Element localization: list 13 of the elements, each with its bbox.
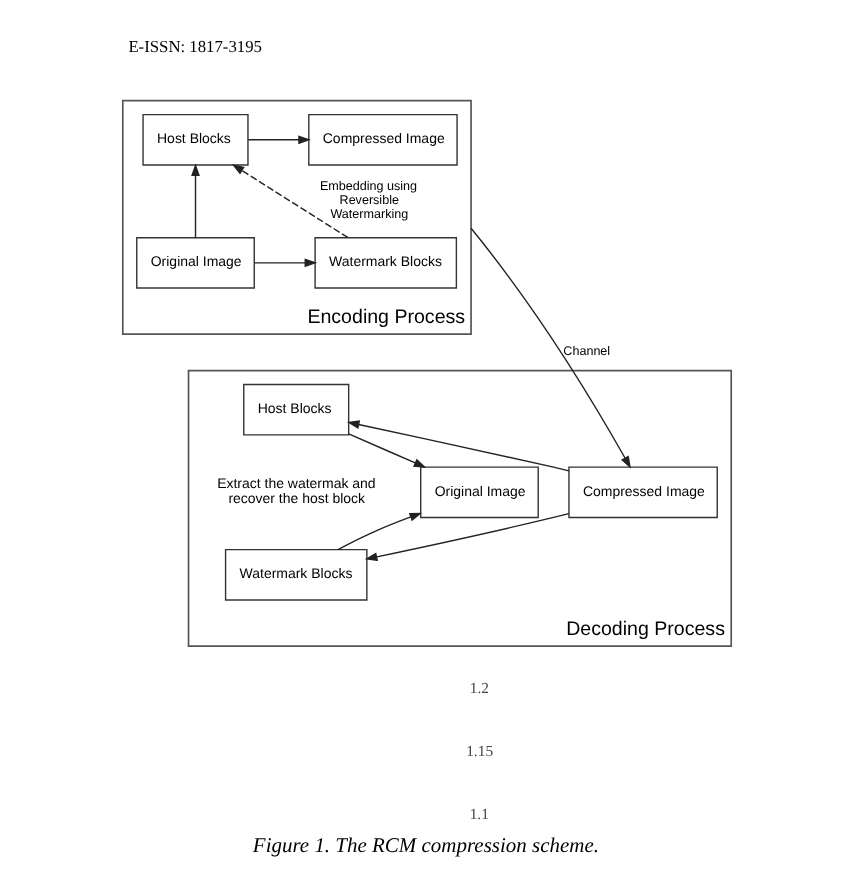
- arrow: [363, 512, 569, 562]
- caption: Figure 1. The RCM compression scheme.: [251, 835, 598, 858]
- arrow: [190, 163, 199, 239]
- arrow: [252, 258, 317, 268]
- arrow: [230, 164, 348, 239]
- label: 1.2: [468, 679, 489, 698]
- label: 1.15: [465, 742, 493, 761]
- arrow: [347, 433, 426, 468]
- arrow: [246, 135, 310, 145]
- arrow: [469, 227, 631, 469]
- arrow: [345, 420, 569, 472]
- arrow: [336, 512, 422, 551]
- label: 1.1: [468, 805, 488, 824]
